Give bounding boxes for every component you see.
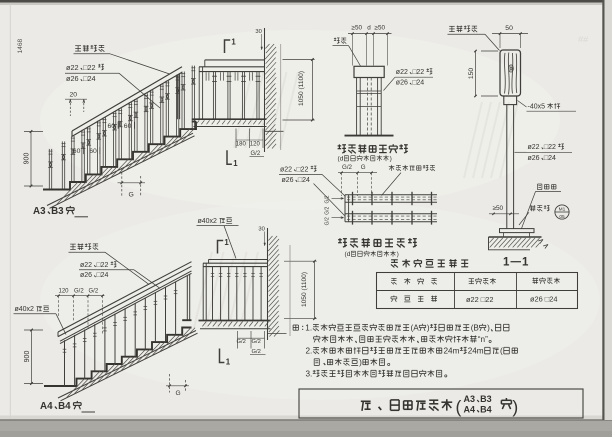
svg-text:□24: □24 [83, 74, 96, 83]
svg-text:ø26 □24: ø26 □24 [530, 295, 557, 304]
svg-text:(B: (B [471, 324, 480, 333]
svg-text:G/2: G/2 [237, 339, 246, 345]
svg-text:): ) [487, 324, 490, 333]
svg-text:G/2: G/2 [324, 195, 330, 203]
svg-text:G/2: G/2 [324, 206, 330, 214]
svg-text:(: ( [500, 347, 503, 356]
svg-text:): ) [512, 397, 518, 417]
svg-text:2.: 2. [306, 347, 313, 356]
svg-text:□24: □24 [544, 155, 556, 162]
svg-text:120: 120 [250, 141, 261, 147]
svg-text:1: 1 [231, 38, 236, 47]
svg-text:##: ## [578, 34, 589, 45]
svg-text:50: 50 [505, 25, 513, 32]
svg-text:1050 (1100): 1050 (1100) [301, 272, 308, 307]
svg-text:(A: (A [411, 324, 420, 333]
svg-text:60: 60 [108, 123, 116, 130]
svg-text:≥50: ≥50 [352, 24, 363, 31]
svg-text:ø26: ø26 [528, 155, 540, 162]
svg-text:ø22 □22: ø22 □22 [466, 295, 493, 304]
svg-text:ø22: ø22 [280, 166, 292, 173]
svg-text:ø22: ø22 [80, 262, 92, 269]
svg-text:30: 30 [258, 227, 264, 233]
svg-text:60: 60 [73, 148, 81, 155]
svg-text:ø26: ø26 [66, 74, 79, 83]
svg-text:1468: 1468 [17, 38, 24, 53]
svg-text:3.: 3. [306, 370, 313, 379]
svg-text:A4: A4 [40, 401, 53, 412]
svg-text:A3: A3 [464, 394, 476, 404]
svg-text:G/2: G/2 [342, 164, 353, 171]
svg-text:1.: 1. [305, 324, 312, 333]
svg-text:G/2: G/2 [252, 349, 261, 355]
svg-text:ø40x2: ø40x2 [15, 306, 35, 313]
svg-text:G/2: G/2 [74, 289, 84, 295]
svg-text:): ) [359, 358, 362, 367]
svg-text:ø22: ø22 [396, 69, 408, 76]
svg-text:150: 150 [468, 68, 475, 80]
svg-text:B3: B3 [480, 394, 492, 404]
svg-text:□22: □22 [544, 144, 556, 151]
svg-text:60: 60 [124, 123, 132, 130]
svg-text:□24: □24 [96, 272, 108, 279]
svg-text:G/2: G/2 [251, 151, 261, 157]
svg-text:24m: 24m [468, 347, 484, 356]
svg-text:1: 1 [522, 257, 529, 269]
svg-text:A3: A3 [33, 206, 46, 217]
svg-text:1: 1 [233, 159, 238, 168]
svg-text:ø26: ø26 [80, 272, 92, 279]
svg-text:G/2: G/2 [324, 217, 330, 225]
svg-text:B4: B4 [58, 401, 71, 412]
svg-text:30: 30 [255, 29, 261, 35]
svg-text:1: 1 [226, 357, 231, 366]
svg-text:□22: □22 [96, 262, 108, 269]
svg-text:□24: □24 [412, 80, 424, 87]
svg-text:(d: (d [338, 156, 344, 163]
svg-text:≥50: ≥50 [493, 205, 504, 212]
svg-text:□24: □24 [298, 177, 310, 184]
svg-text:ø22: ø22 [528, 144, 540, 151]
svg-text:“n”: “n” [478, 335, 488, 344]
svg-text:G: G [361, 164, 366, 171]
svg-text:□22: □22 [412, 69, 424, 76]
svg-text:ø40x2: ø40x2 [198, 218, 218, 225]
svg-text:1050 (1100): 1050 (1100) [298, 71, 305, 106]
svg-text:): ) [397, 251, 399, 258]
svg-text:-40x5: -40x5 [528, 104, 546, 111]
svg-text:ø26: ø26 [282, 177, 294, 184]
svg-text:≥50: ≥50 [375, 24, 386, 31]
svg-text:ø22: ø22 [66, 63, 79, 72]
svg-text:60: 60 [89, 148, 97, 155]
svg-text:): ) [427, 324, 430, 333]
svg-text:d: d [367, 24, 371, 31]
svg-text:05: 05 [559, 214, 565, 220]
svg-text:A4: A4 [464, 404, 476, 414]
svg-text:120: 120 [59, 289, 70, 295]
svg-text:): ) [390, 156, 392, 163]
svg-text:M1: M1 [559, 207, 566, 213]
svg-text:900: 900 [24, 153, 31, 165]
svg-text:G: G [129, 192, 134, 199]
svg-text:20: 20 [70, 92, 78, 99]
svg-text:□22: □22 [83, 63, 96, 72]
svg-text:(: ( [456, 397, 462, 417]
svg-text:G: G [176, 390, 181, 397]
svg-text:B3: B3 [51, 206, 64, 217]
svg-text:900: 900 [24, 351, 31, 363]
svg-text:G/2: G/2 [252, 339, 261, 345]
svg-text:ø26: ø26 [396, 80, 408, 87]
svg-text:180: 180 [236, 141, 247, 147]
svg-text:G/2: G/2 [89, 289, 99, 295]
svg-text:(d: (d [345, 251, 351, 258]
svg-text:24m: 24m [444, 347, 460, 356]
svg-text:B4: B4 [480, 404, 492, 414]
svg-text:1: 1 [503, 257, 510, 269]
svg-text:□22: □22 [296, 166, 308, 173]
svg-text:1: 1 [224, 238, 229, 247]
